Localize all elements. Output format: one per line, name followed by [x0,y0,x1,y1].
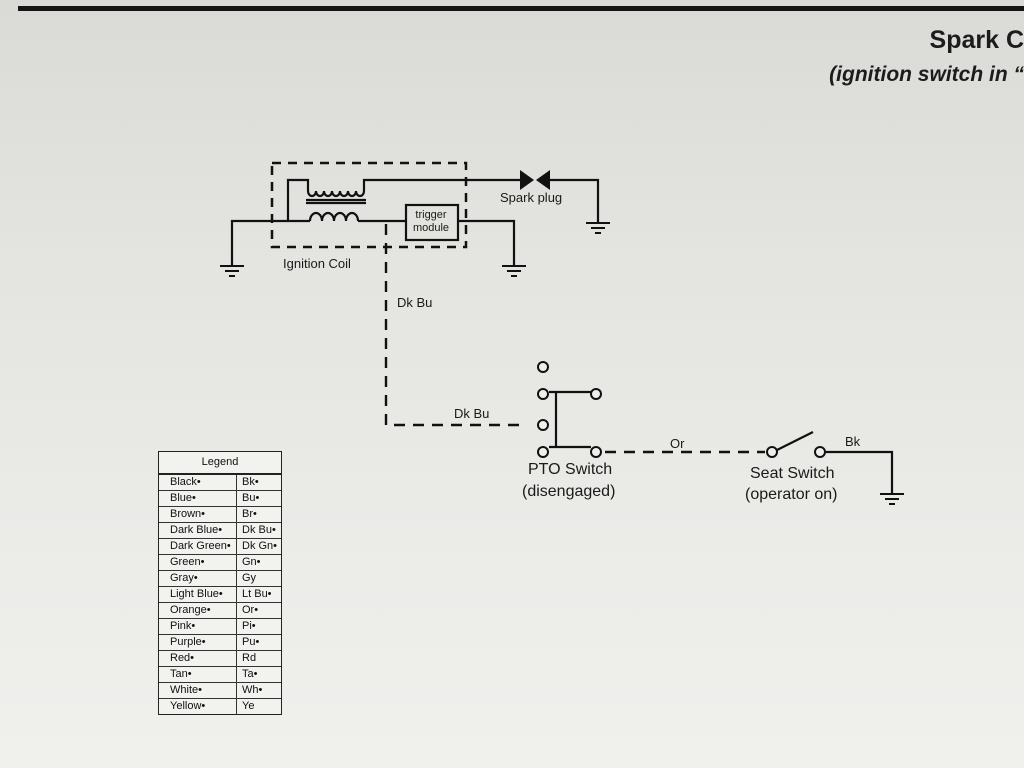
legend-color-code: Or• [236,602,281,619]
ground-icon [502,265,526,277]
legend-row: Blue•Bu• [159,490,281,507]
wire-color-legend: Legend Black• Bk• Blue•Bu•Brown•Br•Dark Bl… [158,451,282,715]
legend-color-code: Dk Bu• [236,522,281,539]
pto-terminal [537,446,549,458]
legend-color-code: Ye [236,698,281,714]
seat-switch-terminal [766,446,778,458]
page-title: Spark C [929,26,1024,54]
wire-bk [826,450,894,493]
legend-color-name: Red• [159,650,237,667]
legend-color-code: Dk Gn• [236,538,281,555]
pto-switch-state-label: (disengaged) [522,483,616,500]
legend-row: Gray•Gy [159,570,281,587]
legend-color-code: Wh• [236,682,281,699]
seat-switch-terminal [814,446,826,458]
legend-color-code: Gn• [236,554,281,571]
pto-terminal [590,446,602,458]
legend-color-name: White• [159,682,237,699]
wire-trigger-ground [458,219,516,265]
legend-row: Tan•Ta• [159,666,281,683]
pto-terminal [537,361,549,373]
legend-row: Yellow•Ye [159,698,281,714]
seat-switch-label: Seat Switch [750,465,835,482]
legend-row: Red•Rd [159,650,281,667]
trigger-module-label-line1: trigger [415,209,447,221]
wire-label-dk-bu: Dk Bu [454,406,490,421]
ignition-coil-enclosure [270,161,468,249]
legend-color-name: Dark Green• [159,538,237,555]
legend-table: Black• Bk• Blue•Bu•Brown•Br•Dark Blue•Dk B… [159,475,281,714]
legend-color-code: Ta• [236,666,281,683]
legend-row: Green•Gn• [159,554,281,571]
legend-row: Light Blue•Lt Bu• [159,586,281,603]
legend-color-name: Orange• [159,602,237,619]
legend-color-code: Br• [236,506,281,523]
wire-spark-plug-ground [550,178,600,222]
ground-icon [220,265,244,277]
legend-color-code: Pi• [236,618,281,635]
legend-color-code: Pu• [236,634,281,651]
legend-row: Dark Green•Dk Gn• [159,538,281,555]
legend-row: Purple•Pu• [159,634,281,651]
coil-primary-winding [306,190,366,198]
pto-terminal [537,419,549,431]
legend-color-name: Brown• [159,506,237,523]
legend-row: Orange•Or• [159,602,281,619]
header-rule [18,6,1024,11]
legend-row: Pink•Pi• [159,618,281,635]
legend-color-code: Bu• [236,490,281,507]
wire-dk-bu [384,224,527,427]
wire-label-bk: Bk [845,434,861,449]
legend-rows: Black• Bk• Blue•Bu•Brown•Br•Dark Blue•Dk B… [159,475,281,714]
wire-label-or: Or [670,436,685,451]
legend-color-name: Light Blue• [159,586,237,603]
legend-color-name: Dark Blue• [159,522,237,539]
legend-row: Black• Bk• [159,475,281,491]
legend-color-code: Gy [236,570,281,587]
legend-color-name: Green• [159,554,237,571]
wire-coil-to-spark-plug [362,178,520,191]
pto-terminal [537,388,549,400]
pto-terminal [590,388,602,400]
ground-icon [586,222,610,234]
legend-color-name: Gray• [159,570,237,587]
seat-switch-state-label: (operator on) [745,486,838,503]
spark-plug-label: Spark plug [500,190,563,205]
legend-color-code: Rd [236,650,281,667]
coil-secondary-winding [308,211,360,222]
legend-row: White•Wh• [159,682,281,699]
wire-coil-to-spark-plug [286,178,310,222]
ignition-coil-label: Ignition Coil [283,256,351,271]
legend-color-name: Tan• [159,666,237,683]
trigger-module-label-line2: module [412,222,450,234]
legend-color-code: Bk• [242,476,259,488]
trigger-module-box [404,203,460,242]
spark-plug-symbol [520,170,550,190]
legend-color-name: Purple• [159,634,237,651]
legend-color-name: Black• [159,475,237,491]
page-subtitle: (ignition switch in “ [829,63,1024,86]
seat-switch-lever [776,431,814,451]
legend-row: Brown•Br• [159,506,281,523]
wire-coil-ground [230,219,310,265]
legend-color-name: Pink• [159,618,237,635]
legend-row: Dark Blue•Dk Bu• [159,522,281,539]
legend-color-code: Lt Bu• [236,586,281,603]
legend-color-name: Blue• [159,490,237,507]
legend-color-name: Yellow• [159,698,237,714]
legend-title: Legend [159,452,281,475]
ground-icon [880,493,904,505]
wire-label-dk-bu: Dk Bu [397,295,433,310]
pto-switch-label: PTO Switch [528,461,613,478]
